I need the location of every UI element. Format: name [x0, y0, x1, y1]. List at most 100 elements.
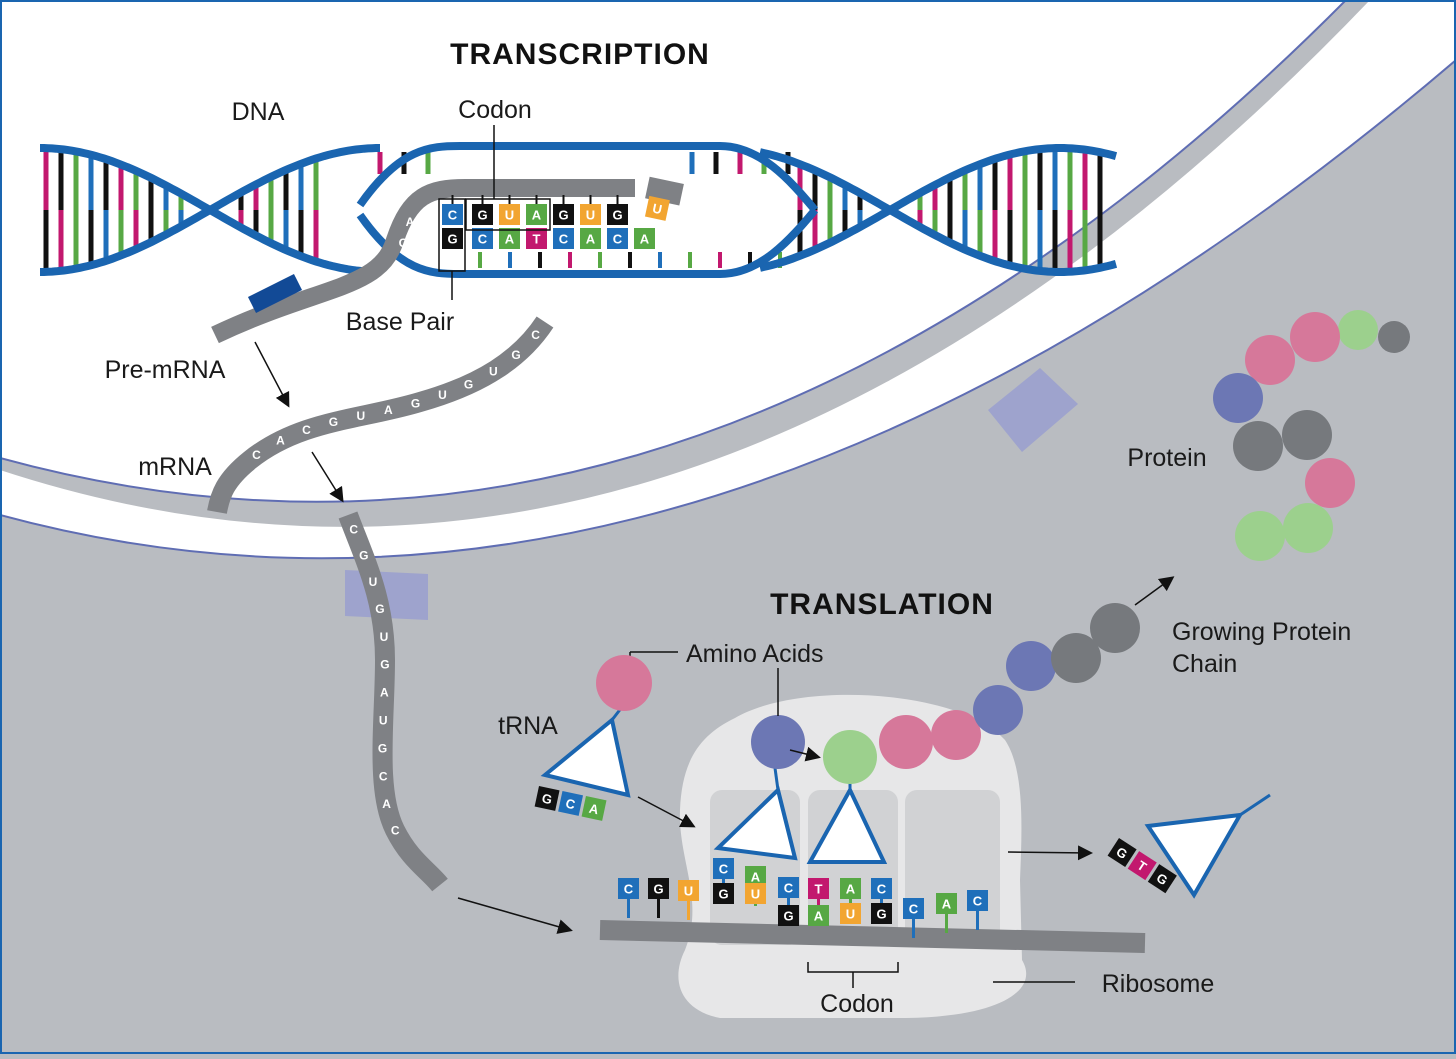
strand-letter: G [329, 415, 338, 429]
dna-nucleotide [634, 228, 655, 249]
trna-p-site [713, 786, 798, 861]
mrna-label: mRNA [138, 453, 212, 481]
strand-letter: A [380, 686, 389, 700]
ribosome-base [808, 905, 829, 926]
strand-letter: A [276, 434, 285, 448]
ribosome-base-letter: U [751, 887, 760, 902]
dna-nucleotide [580, 228, 601, 249]
ribosome-site [905, 790, 1000, 945]
anticodon-base [581, 795, 607, 821]
rna-nucleotide-letter: G [558, 208, 568, 223]
ribosome-base [808, 878, 829, 899]
anticodon-letter: C [564, 796, 577, 813]
amino-acid [1338, 310, 1378, 350]
transcription-title: TRANSCRIPTION [450, 38, 710, 71]
dna-nucleotide [472, 228, 493, 249]
ribosome-base [871, 878, 892, 899]
dna-helix [40, 142, 1118, 278]
amino-acid [1213, 373, 1263, 423]
ribosome-base-letter: C [973, 894, 983, 909]
dna-nucleotide-letter: A [505, 232, 515, 247]
amino-acid [1282, 410, 1332, 460]
mrna-exiting-strand [338, 511, 448, 892]
ribosome-base-letter: G [653, 882, 663, 897]
rna-nucleotide [553, 204, 574, 225]
strand-letter: G [375, 602, 384, 616]
strand-letter: A [384, 403, 393, 417]
ribosome-base [745, 866, 766, 887]
ribosome-base-letter: A [814, 909, 824, 924]
anticodon-base [1107, 838, 1137, 868]
strand-letter: U [369, 575, 378, 589]
ribosome-base-letter: C [719, 862, 729, 877]
ribosome-base [713, 858, 734, 879]
strand-letter: G [511, 348, 520, 362]
amino-acid [1290, 312, 1340, 362]
ribosome-base [840, 878, 861, 899]
translation-title: TRANSLATION [770, 588, 994, 621]
dna-nucleotide-letter: A [640, 232, 650, 247]
ribosome-base-letter: C [624, 882, 634, 897]
rna-nucleotide-letter: U [586, 208, 595, 223]
amino-acid [751, 715, 805, 769]
rna-nucleotide [499, 204, 520, 225]
rna-nucleotide [442, 204, 463, 225]
dna-label: DNA [232, 98, 285, 126]
dna-nucleotide [607, 228, 628, 249]
ribosome-base-letter: G [718, 887, 728, 902]
amino-acid [1245, 335, 1295, 385]
codon-outline [465, 198, 551, 231]
strand-letter: C [252, 448, 261, 462]
dna-nucleotide [526, 228, 547, 249]
trna-free [540, 716, 631, 798]
strand-letter: G [359, 549, 368, 563]
strand-letter: C [379, 769, 388, 783]
dna-nucleotide [442, 228, 463, 249]
amino-acid [973, 685, 1023, 735]
amino-acid [879, 715, 933, 769]
amino-acid [823, 730, 877, 784]
ribosome-base [778, 905, 799, 926]
rna-nucleotide [526, 204, 547, 225]
nuclear-pore [988, 368, 1078, 452]
strand-letter: G [378, 741, 387, 755]
nucleus-interior [0, 0, 1346, 502]
ribosome-base [618, 878, 639, 899]
strand-letter: G [411, 396, 420, 410]
ribosome-base [967, 890, 988, 911]
anticodon-letter: A [588, 801, 601, 818]
ribosome-base-letter: C [909, 902, 919, 917]
trna-leaving [1144, 812, 1244, 899]
amino-acid [1006, 641, 1056, 691]
ribosome-label: Ribosome [1102, 970, 1215, 998]
ribosome-base-letter: G [783, 909, 793, 924]
codon-label-bottom: Codon [820, 990, 894, 1018]
rna-tail-letter: C [399, 236, 408, 250]
ribosome-base-letter: A [751, 870, 761, 885]
trna-a-site [806, 785, 888, 864]
ribosome-base [778, 877, 799, 898]
strand-letter: A [382, 797, 391, 811]
dna-nucleotide-letter: G [447, 232, 457, 247]
rna-nucleotide-letter: U [505, 208, 514, 223]
anticodon-letter: G [540, 791, 553, 808]
codon-label-top: Codon [458, 96, 532, 124]
pre-mrna-molecule [207, 316, 554, 514]
trna-leaving-anticodon: GTG [1107, 838, 1177, 894]
amino-acid [596, 655, 652, 711]
dna-nucleotide [553, 228, 574, 249]
strand-letter: U [438, 388, 447, 402]
ribosome-base-letter: A [846, 882, 856, 897]
pre-mrna-strand [211, 179, 635, 344]
ribosome-base [936, 893, 957, 914]
rna-nucleotide [472, 204, 493, 225]
rna-nucleotide-letter: G [477, 208, 487, 223]
strand-letter: G [380, 658, 389, 672]
cytoplasm [0, 60, 1456, 1054]
amino-acid [1378, 321, 1410, 353]
ribosome-base-letter: C [877, 882, 887, 897]
free-nucleotide-letter: U [651, 201, 663, 218]
